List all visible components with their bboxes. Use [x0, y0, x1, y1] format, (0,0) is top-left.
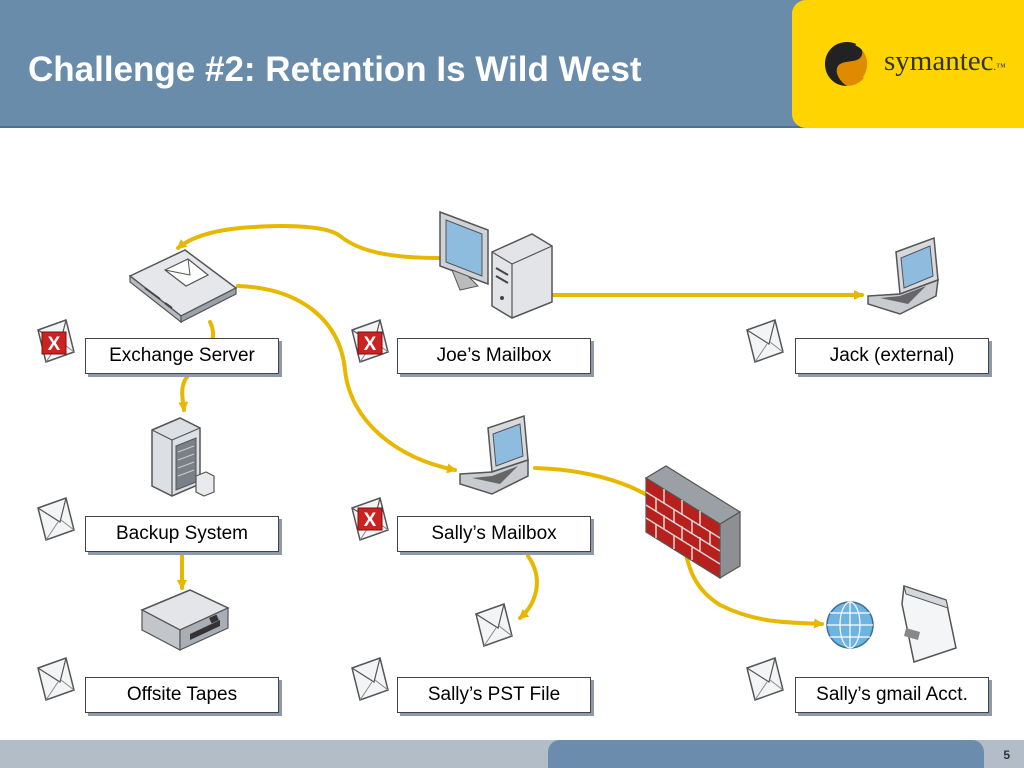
email-envelope-icon [37, 657, 75, 701]
globe-icon [826, 601, 874, 649]
retention-diagram: X X X [37, 210, 957, 701]
email-server-icon [128, 249, 238, 324]
email-envelope-icon [37, 497, 75, 541]
symantec-swirl-icon [825, 42, 871, 86]
slide-title: Challenge #2: Retention Is Wild West [28, 50, 642, 89]
laptop-icon [867, 236, 939, 315]
label-sallys-pst-file: Sally’s PST File [397, 677, 591, 713]
desktop-computer-icon [439, 210, 553, 319]
delete-marker-glyph: X [48, 334, 61, 355]
page-number: 5 [1003, 748, 1010, 762]
label-backup-system: Backup System [85, 516, 279, 552]
email-envelope-icon [746, 319, 784, 363]
backup-server-icon [151, 417, 215, 497]
delete-marker-glyph: X [364, 510, 377, 531]
email-envelope-icon [351, 657, 389, 701]
arrow-exchange-to-sally [236, 284, 457, 474]
symantec-logo: symantec.™ [792, 0, 1024, 128]
label-exchange-server: Exchange Server [85, 338, 279, 374]
firewall-icon [644, 465, 742, 580]
label-joes-mailbox: Joe’s Mailbox [397, 338, 591, 374]
footer-bar: 5 [0, 740, 1024, 768]
laptop-icon [459, 414, 529, 495]
delete-marker-icon: X [41, 331, 67, 355]
arrow-sally-to-pst [518, 554, 539, 620]
browser-window-icon [901, 584, 957, 663]
header-bar: Challenge #2: Retention Is Wild West sym… [0, 0, 1024, 128]
arrow-joe-to-exchange [176, 224, 440, 260]
logo-wordmark: symantec.™ [884, 45, 1006, 77]
email-envelope-icon [475, 603, 513, 647]
delete-marker-icon: X [357, 331, 383, 355]
footer-accent [548, 740, 984, 768]
delete-marker-icon: X [357, 507, 383, 531]
email-envelope-icon [746, 657, 784, 701]
delete-marker-glyph: X [364, 334, 377, 355]
label-offsite-tapes: Offsite Tapes [85, 677, 279, 713]
label-sallys-mailbox: Sally’s Mailbox [397, 516, 591, 552]
label-jack-external: Jack (external) [795, 338, 989, 374]
tape-drive-icon [140, 589, 230, 651]
label-sallys-gmail: Sally’s gmail Acct. [795, 677, 989, 713]
